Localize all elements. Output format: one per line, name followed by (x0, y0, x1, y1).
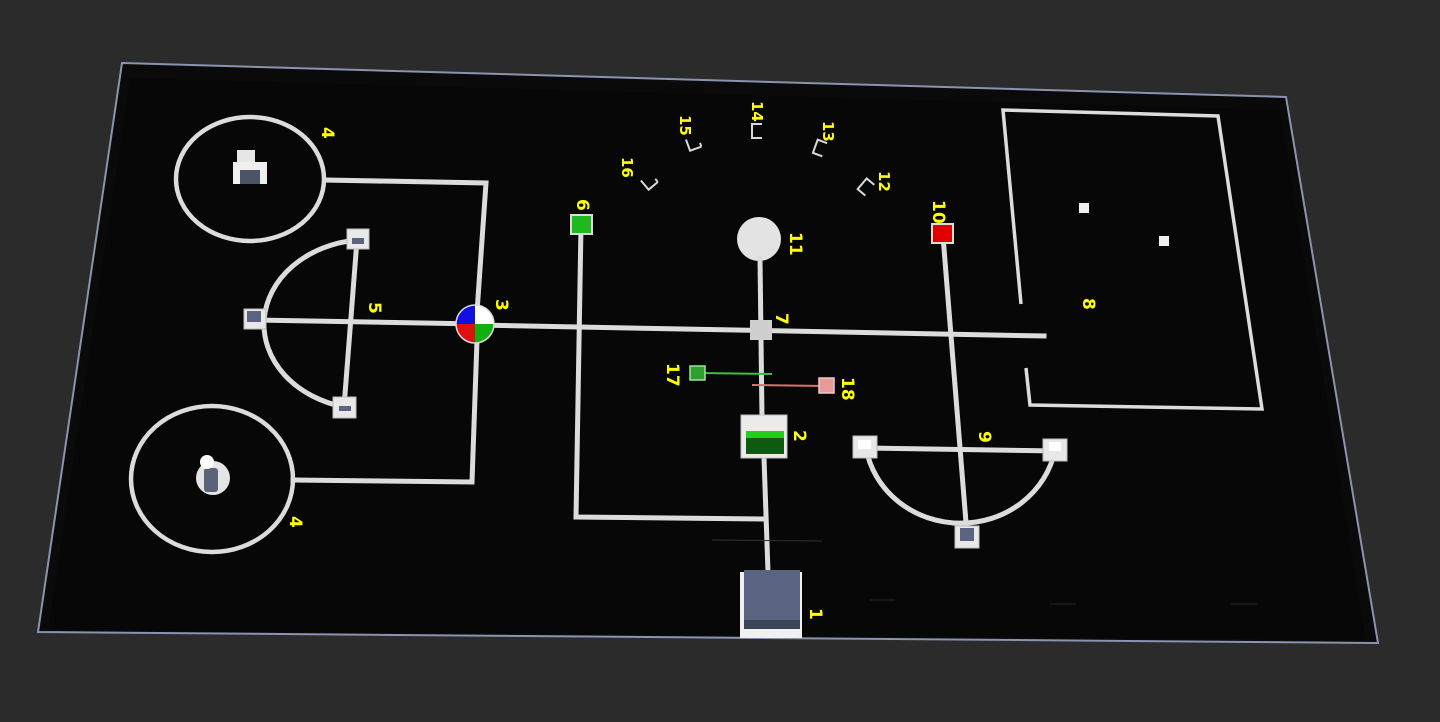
label-14: 14 (748, 101, 766, 122)
arc-9 (863, 445, 1058, 526)
label-11: 11 (785, 232, 805, 256)
label-2: 2 (789, 430, 809, 442)
label-4-bottom: 4 (285, 516, 305, 528)
line-18 (751, 384, 825, 387)
line-17 (698, 372, 773, 375)
zone-8-outline (1001, 108, 1265, 411)
node-7[interactable] (750, 320, 772, 340)
platform-1[interactable] (740, 570, 802, 638)
label-13: 13 (819, 121, 837, 142)
label-12: 12 (875, 171, 893, 192)
robot-top-icon[interactable] (233, 150, 267, 184)
track-spine-lower (761, 455, 771, 575)
label-6: 6 (572, 199, 592, 211)
circle-11[interactable] (737, 217, 781, 261)
marker-18[interactable] (818, 377, 835, 394)
track-6-loop (573, 223, 768, 522)
label-17: 17 (662, 363, 682, 387)
robot-bottom-icon[interactable] (196, 455, 230, 495)
track-ring-bottom-to-3 (290, 337, 480, 485)
label-10: 10 (928, 200, 948, 224)
node-5-bottom[interactable] (332, 396, 357, 419)
label-5: 5 (364, 302, 384, 314)
label-16: 16 (618, 157, 636, 178)
hook-13-icon[interactable] (811, 138, 828, 158)
track-ring-top-to-3 (322, 177, 489, 315)
container-2[interactable] (740, 414, 788, 459)
label-15: 15 (676, 115, 694, 136)
track-9-horizontal (863, 445, 1058, 454)
red-marker-10[interactable] (931, 223, 954, 244)
pie-marker-icon[interactable] (455, 304, 495, 344)
node-9-right[interactable] (1042, 438, 1068, 462)
hook-16-icon[interactable] (640, 173, 659, 192)
hook-15-icon[interactable] (685, 135, 703, 153)
hook-14-icon[interactable] (751, 123, 762, 139)
dash-a (711, 539, 823, 542)
label-8: 8 (1078, 298, 1098, 310)
label-18: 18 (837, 377, 857, 401)
marker-17[interactable] (689, 365, 706, 381)
node-5-top[interactable] (346, 228, 370, 250)
label-4-top: 4 (317, 127, 337, 139)
label-9: 9 (974, 431, 994, 443)
track-5-horizontal (252, 317, 479, 327)
node-9-left[interactable] (852, 435, 878, 459)
zone-8-dot-a (1079, 203, 1089, 213)
node-9-bottom[interactable] (954, 525, 980, 549)
zone-8-dot-b (1159, 236, 1169, 246)
green-marker-6[interactable] (570, 214, 593, 235)
label-1: 1 (805, 608, 825, 620)
board-inner-edge (48, 78, 1366, 640)
node-5-left[interactable] (243, 308, 267, 330)
label-3: 3 (491, 299, 511, 311)
track-10-vertical (940, 233, 970, 538)
hook-12-icon[interactable] (856, 177, 875, 197)
label-7: 7 (771, 313, 791, 325)
